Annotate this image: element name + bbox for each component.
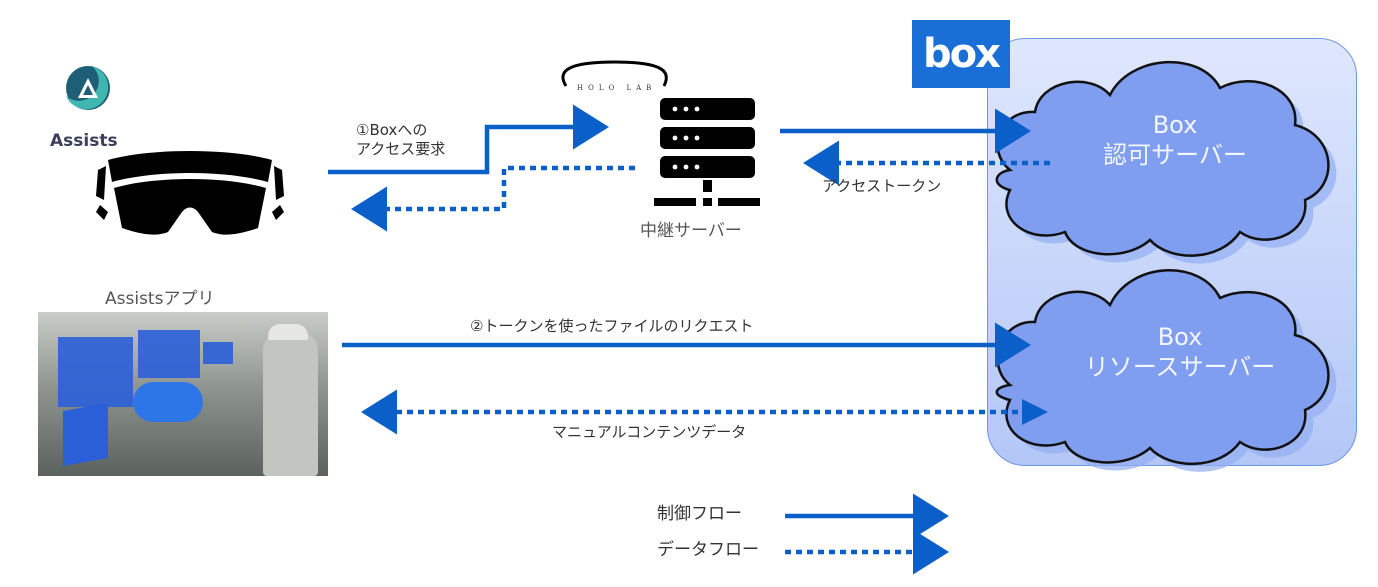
- hologram-model: [133, 382, 203, 422]
- auth-server-label: Box 認可サーバー: [1085, 110, 1265, 170]
- hololab-logo-label: HOLO LAB: [577, 84, 657, 92]
- file-request-label: ②トークンを使ったファイルのリクエスト: [470, 317, 754, 335]
- resource-server-line2: リソースサーバー: [1084, 353, 1276, 381]
- box-logo-text: box: [923, 31, 1001, 77]
- worker-cap: [268, 324, 308, 340]
- access-request-line2: アクセス要求: [356, 140, 446, 158]
- arrow-content-forward-head: [1022, 399, 1048, 425]
- arrow-access-request: [328, 104, 609, 175]
- assists-app-label: Assistsアプリ: [105, 289, 215, 309]
- hologram-panel: [203, 342, 233, 364]
- manual-content-label: マニュアルコンテンツデータ: [552, 423, 747, 441]
- relay-server-label: 中継サーバー: [640, 221, 742, 241]
- resource-server-line1: Box: [1157, 323, 1203, 351]
- cloud-auth-server: [995, 60, 1337, 264]
- resource-server-label: Box リソースサーバー: [1060, 322, 1300, 382]
- cloud-resource-server: [995, 268, 1337, 472]
- legend-control-label: 制御フロー: [657, 504, 742, 524]
- assists-logo-label: Assists: [50, 131, 118, 151]
- server-icon: [654, 98, 760, 206]
- legend-data-label: データフロー: [657, 540, 759, 560]
- auth-server-line2: 認可サーバー: [1103, 141, 1247, 169]
- assists-app-photo: [38, 312, 328, 476]
- auth-server-line1: Box: [1152, 111, 1198, 139]
- headset-icon: [96, 151, 284, 235]
- box-logo: box: [912, 20, 1010, 88]
- access-request-line1: ①Boxへの: [356, 121, 428, 139]
- hologram-panel: [58, 337, 133, 407]
- hologram-panel: [63, 403, 108, 466]
- access-token-label: アクセストークン: [822, 177, 942, 195]
- arrow-token-return: [351, 165, 635, 232]
- hololab-logo-icon: [561, 60, 668, 87]
- hologram-panel: [138, 330, 200, 378]
- assists-logo-icon: [66, 66, 110, 110]
- worker-figure: [263, 332, 318, 476]
